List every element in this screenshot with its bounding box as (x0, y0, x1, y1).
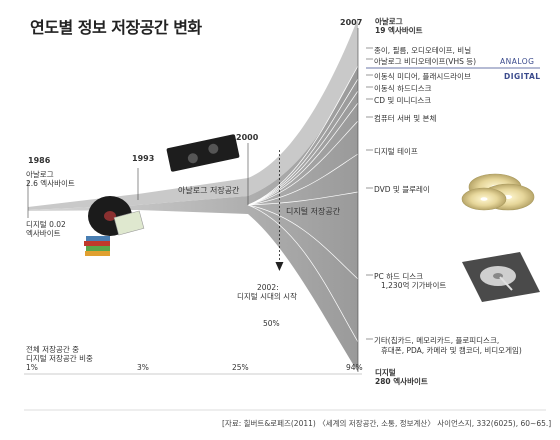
digital-item-3: 컴퓨터 서버 및 본체 (374, 114, 437, 123)
page-title: 연도별 정보 저장공간 변화 (30, 18, 202, 37)
end-analog-value: 19 엑사바이트 (375, 26, 423, 35)
end-digital-title: 디지털 (375, 368, 396, 377)
hard-disk-icon (462, 252, 540, 302)
year-label-1993: 1993 (132, 154, 155, 163)
share-1993: 3% (137, 363, 149, 372)
year-label-2000: 2000 (236, 133, 259, 142)
analog-item-0: 종이, 필름, 오디오테이프, 비닐 (374, 46, 472, 55)
analog-tag: ANALOG (500, 57, 535, 66)
digital-item-0: 이동식 미디어, 플래시드라이브 (374, 72, 471, 81)
end-digital-value: 280 엑사바이트 (375, 377, 428, 386)
digital-area-label: 디지털 저장공간 (286, 207, 341, 216)
storage-band-line (247, 65, 359, 206)
share-2000: 25% (232, 363, 249, 372)
storage-band-line (247, 102, 359, 206)
start-digital-note: 디지털 0.02 엑사바이트 (26, 220, 66, 238)
digital-item-4: 디지털 테이프 (374, 147, 418, 156)
source-citation: [자료: 힐버트&로페즈(2011) 〈세계의 저장공간, 소통, 정보계산〉 … (222, 419, 552, 428)
analog-area-label: 아날로그 저장공간 (178, 186, 240, 195)
audio-cassette-icon (113, 210, 145, 236)
storage-band-line (247, 204, 359, 280)
books-icon (84, 236, 110, 256)
storage-band-line (247, 120, 359, 206)
storage-band-line (247, 204, 359, 343)
storage-band-line (247, 78, 359, 206)
analog-item-1: 아날로그 비디오테이프(VHS 등) (374, 57, 477, 66)
storage-band-line (247, 153, 359, 206)
digital-era-text: 디지털 시대의 시작 (237, 292, 297, 301)
digital-item-7: 기타(칩카드, 메모리카드, 플로피디스크, (374, 336, 500, 345)
end-analog-title: 아날로그 (375, 17, 403, 26)
digital-tag: DIGITAL (504, 72, 541, 81)
vhs-tape-icon (166, 134, 240, 172)
year-label-2007: 2007 (340, 18, 363, 27)
digital-item-6: PC 하드 디스크 (374, 272, 424, 281)
digital-era-year: 2002: (257, 283, 279, 292)
digital-era-arrow (275, 262, 284, 271)
fifty-percent-label: 50% (263, 319, 280, 328)
share-1986: 1% (26, 363, 38, 372)
storage-band-line (247, 191, 359, 206)
pc-hdd-value: 1,230억 기가바이트 (381, 281, 447, 290)
analog-area (28, 18, 358, 210)
digital-share-label: 전체 저장공간 중 디지털 저장공간 비중 (26, 345, 93, 363)
dvd-discs-icon (461, 173, 535, 211)
digital-item-2: CD 및 미니디스크 (374, 96, 432, 105)
digital-item-8: 휴대폰, PDA, 카메라 및 캠코더, 비디오게임) (381, 346, 522, 355)
storage-band-line (247, 90, 359, 206)
digital-item-1: 이동식 하드디스크 (374, 84, 432, 93)
year-label-1986: 1986 (28, 156, 51, 165)
digital-item-5: DVD 및 블루레이 (374, 185, 430, 194)
share-2007: 94% (346, 363, 363, 372)
start-analog-note: 아날로그 2.6 엑사바이트 (26, 170, 75, 188)
digital-area (28, 66, 358, 372)
